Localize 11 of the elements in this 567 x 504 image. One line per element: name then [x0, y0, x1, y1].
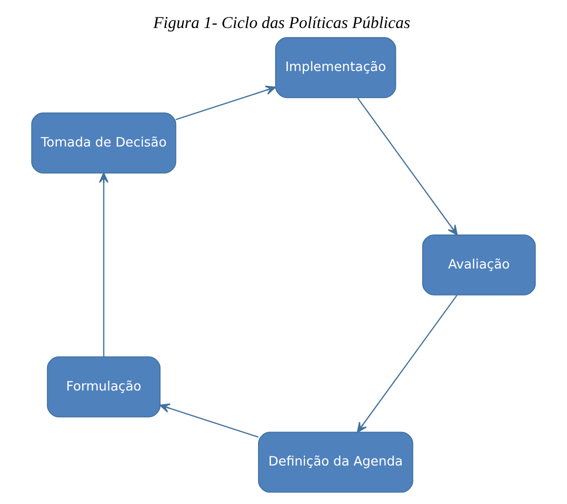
arrow — [176, 86, 276, 120]
node-box: Formulação — [46, 356, 161, 418]
arrow — [357, 98, 458, 236]
node-box: Implementação — [275, 37, 396, 98]
node-box: Definição da Agenda — [258, 432, 414, 493]
diagram-title: Figura 1- Ciclo das Políticas Públicas — [153, 12, 410, 32]
arrow — [356, 294, 458, 433]
node-box: Avaliação — [422, 234, 536, 296]
arrow — [160, 403, 259, 438]
arrow — [98, 172, 108, 357]
node-box: Tomada de Decisão — [31, 112, 176, 174]
